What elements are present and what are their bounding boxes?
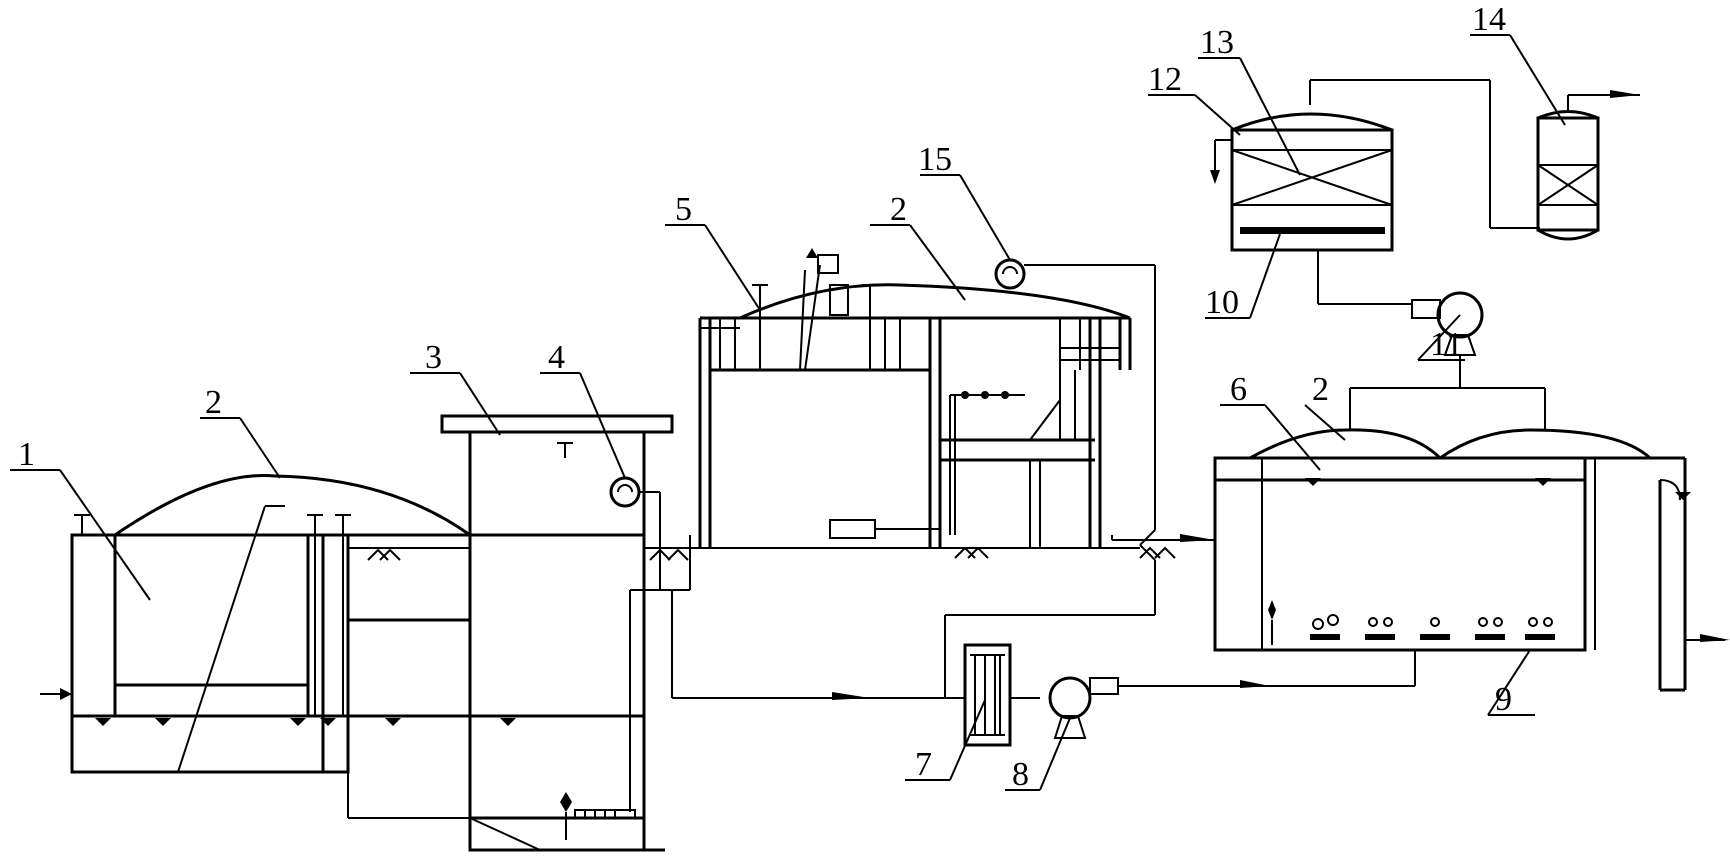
tank-3 <box>440 414 674 852</box>
dome-cover-6 <box>1249 355 1652 460</box>
dome-cover-1 <box>114 474 471 537</box>
label-5: 5 <box>675 191 692 228</box>
channel-1-3 <box>347 533 470 819</box>
pipe-3-to-7 <box>671 590 965 700</box>
label-2-tank6: 2 <box>1312 371 1329 408</box>
label-6: 6 <box>1230 371 1247 408</box>
label-3: 3 <box>425 339 442 376</box>
label-9: 9 <box>1495 681 1512 718</box>
label-2-building5: 2 <box>890 191 907 228</box>
dome-cover-5 <box>739 283 1131 320</box>
label-11: 11 <box>1430 326 1463 363</box>
ground-line <box>348 546 1176 561</box>
label-8: 8 <box>1012 756 1029 793</box>
label-2-tank1: 2 <box>205 384 222 421</box>
scrubber-tower <box>1210 79 1540 252</box>
building-5 <box>698 248 1132 548</box>
leader-lines <box>10 34 1566 791</box>
label-15: 15 <box>918 141 952 178</box>
fan-15 <box>944 258 1215 698</box>
tank-6 <box>1213 456 1730 692</box>
aeration-diffusers <box>1310 614 1555 640</box>
part-labels: 1 2 3 4 5 2 15 6 2 10 11 9 7 8 12 13 14 <box>18 1 1512 793</box>
label-14: 14 <box>1472 1 1506 38</box>
tower-14 <box>1536 90 1640 241</box>
label-1: 1 <box>18 436 35 473</box>
label-12: 12 <box>1148 61 1182 98</box>
pump-8 <box>1010 650 1416 739</box>
label-7: 7 <box>915 746 932 783</box>
tank-1 <box>40 505 351 774</box>
blower-11 <box>1317 250 1484 356</box>
label-4: 4 <box>548 339 565 376</box>
label-10: 10 <box>1205 284 1239 321</box>
label-13: 13 <box>1200 24 1234 61</box>
fan-4 <box>609 476 691 591</box>
